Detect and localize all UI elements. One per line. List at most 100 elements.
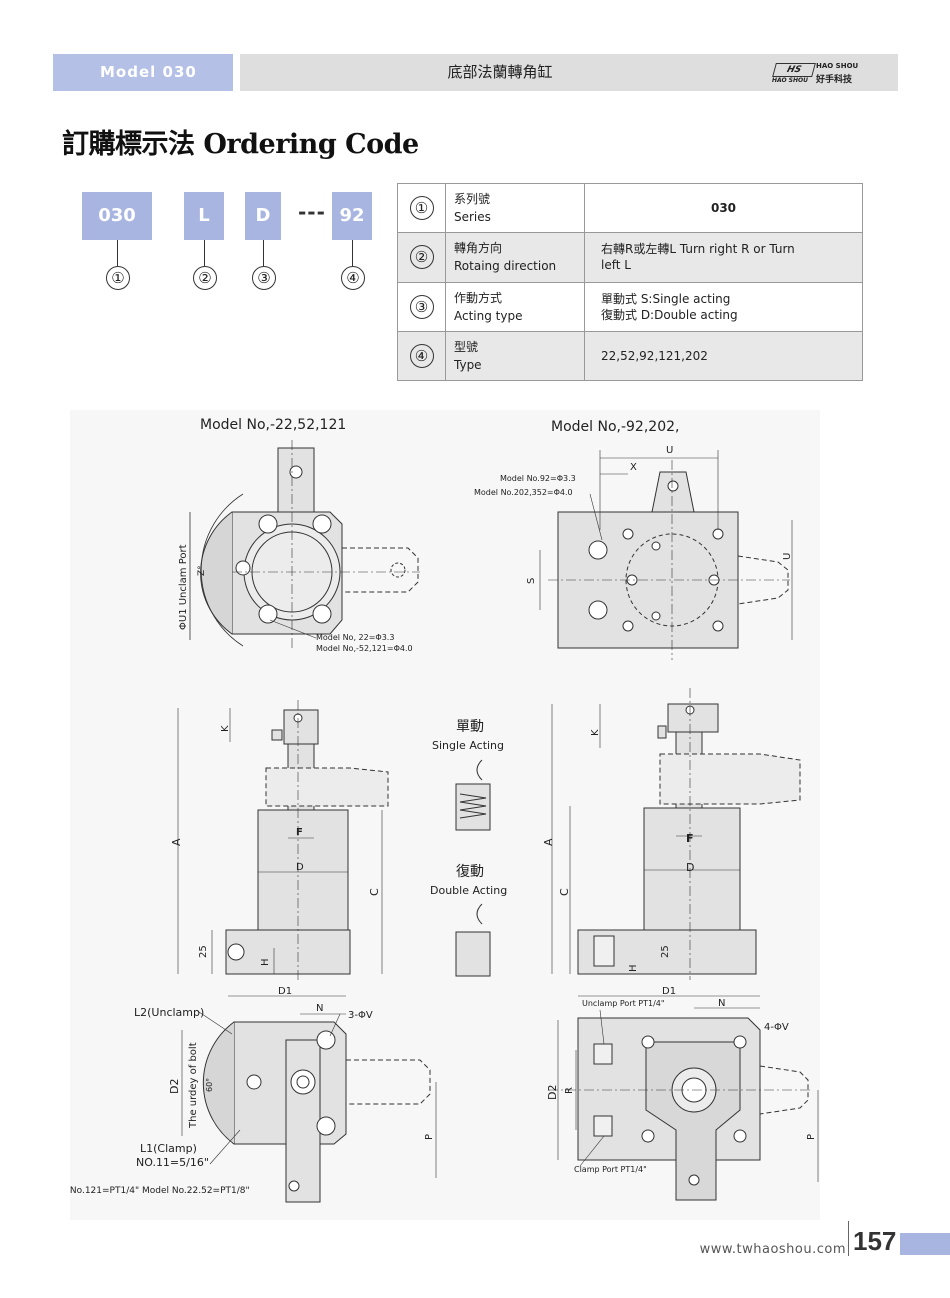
connector-line [204,240,205,266]
label-d2: D2 [546,1085,559,1100]
single-en: Single Acting [432,739,504,752]
arm-ghost [659,753,801,805]
bottom-note: Model No.121=PT1/4" Model No.22.52=PT1/8… [70,1186,250,1196]
bolt-hole [258,604,278,624]
label-k: K [590,729,601,736]
label-f: F [296,827,303,838]
bottom-view-left-text: D1 N 3-ΦV L2(Unclamp) L1(Clamp) NO.11=5/… [70,986,435,1196]
bolt-hole [312,514,332,534]
model-left-label: Model No,-22,52,121 [200,417,346,433]
clamp-arm [277,447,315,521]
row-number: ④ [409,343,434,368]
header-bar: 底部法蘭轉角缸 HS HAO SHOU 好手科技 HAO SHOU [240,54,898,91]
label-a: A [542,838,555,846]
port-hole [588,600,608,620]
row-label-en: Acting type [454,308,523,323]
row-label-cn: 轉角方向 [454,241,503,256]
row-value: 單動式 S:Single acting [601,291,731,306]
footer-accent-bar [900,1233,950,1255]
arm-hole [289,465,303,479]
flange-arc [200,511,233,635]
angle-arc [200,493,244,647]
model-right-label: Model No,-92,202, [551,419,679,435]
label-s: S [526,578,537,584]
brand-logo: HS HAO SHOU 好手科技 HAO SHOU [772,62,860,85]
label-d1: D1 [278,986,292,997]
logo-mark: HS [772,63,816,77]
row-label-cn: 型號 [454,339,479,354]
logo-en: HAO SHOU [816,62,859,70]
row-number: ② [409,245,434,270]
label-k: K [220,725,231,732]
arm-ghost [265,767,389,807]
acting-text: 單動 Single Acting 復動 Double Acting [430,719,507,897]
label-p: P [424,1134,435,1140]
label-f: F [686,832,694,845]
top-view-left-text: Model No,-22,52,121 Model No, 22=Φ3.3 Mo… [178,417,413,653]
row-value: 復動式 D:Double acting [601,307,738,322]
row-label-en: Type [454,357,482,372]
code-separator: --- [298,200,326,224]
side-view-left-text: K A C F D 25 H [170,725,381,966]
logo-cn: 好手科技 [816,75,853,85]
label-c: C [368,888,381,896]
label-d2: D2 [168,1079,181,1094]
u1-label: ΦU1 Unclam Port [178,544,189,630]
row-value: 22,52,92,121,202 [601,348,708,363]
row-number: ① [409,196,434,221]
footer-divider [848,1221,849,1256]
clamp-arm [285,1039,321,1203]
code-number-2: ② [193,266,217,290]
label-u-top: U [666,445,673,456]
label-d1: D1 [662,986,676,997]
label-4v: 4-ΦV [764,1022,789,1033]
connector-line [117,240,118,266]
label-d: D [686,861,694,874]
bottom-view-right-text: D1 N 4-ΦV Unclamp Port PT1/4" Clamp Port… [546,986,817,1174]
page-number: 157 [853,1226,897,1256]
acting-symbols [455,759,491,977]
clamp-arm-ghost [342,547,419,593]
note-92: Model No.92=Φ3.3 [500,474,576,483]
double-en: Double Acting [430,884,507,897]
note-22: Model No, 22=Φ3.3 [316,633,394,642]
label-25: 25 [660,945,671,958]
label-25: 25 [198,945,209,958]
cylinder-body [643,807,741,931]
bolt-hole [258,514,278,534]
label-bolt: The urdey of bolt [188,1042,199,1129]
row-value: 右轉R或左轉L Turn right R or Turn [601,242,795,257]
connector-line [352,240,353,266]
label-r: R [564,1087,575,1094]
footer-url[interactable]: www.twhaoshou.com [699,1242,846,1257]
code-number-4: ④ [341,266,365,290]
row-label-cn: 作動方式 [454,290,503,305]
model-label: Model 030 [53,54,233,91]
label-60: 60° [205,1078,214,1092]
code-number-1: ① [106,266,130,290]
top-view-right-text: Model No,-92,202, Model No.92=Φ3.3 Model… [474,419,793,584]
row-label-cn: 系列號 [454,192,491,207]
row-value: left L [601,258,631,273]
row-label-en: Rotaing direction [454,259,557,274]
label-l2: L2(Unclamp) [134,1006,204,1019]
bottom-view-right [548,995,819,1201]
label-n: N [316,1003,323,1014]
row-value: 030 [710,201,737,216]
connector-line [263,240,264,266]
side-view-right-text: K A C F D 25 H [542,729,694,972]
label-l1-no: NO.11=5/16" [136,1156,209,1169]
port-hole [588,540,608,560]
label-n: N [718,998,725,1009]
label-p: P [806,1134,817,1140]
double-cn: 復動 [456,863,484,880]
label-clamp-port: Clamp Port PT1/4" [574,1165,647,1174]
header-title: 底部法蘭轉角缸 [447,63,553,81]
label-unclamp-port: Unclamp Port PT1/4" [582,999,665,1008]
label-3v: 3-ΦV [348,1010,373,1021]
single-acting-symbol [455,783,491,831]
label-a: A [170,838,183,846]
